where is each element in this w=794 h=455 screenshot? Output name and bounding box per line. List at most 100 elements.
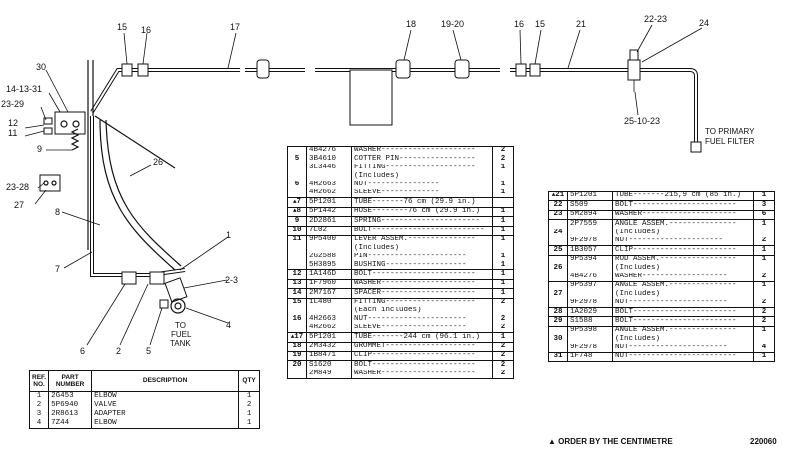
hose-8 [99, 119, 182, 271]
callout-11: 11 [8, 128, 17, 138]
callout-26: 26 [153, 157, 163, 167]
cell-pn: 5P1201 [306, 197, 352, 208]
cell-qty: 1 [753, 254, 775, 265]
cell-qty [493, 307, 514, 315]
primary-filter-end [690, 141, 702, 153]
ref-number: 9 [294, 216, 300, 225]
tube-17 [90, 68, 305, 114]
cell-pn: S1620 [306, 360, 352, 370]
cell-ref [548, 272, 568, 282]
grommet-18 [395, 59, 411, 79]
rod-26 [94, 115, 176, 169]
cell-ref: ▲21 [548, 191, 568, 201]
cell-pn: S509 [567, 200, 613, 211]
cell-desc: NUT---------------- [351, 180, 493, 189]
cell-ref [287, 261, 307, 270]
cell-qty [493, 244, 514, 252]
cell-pn: 5P1201 [567, 191, 613, 201]
cell-pn: 7L02 [306, 225, 352, 236]
cell-pn: 1B3057 [567, 245, 613, 256]
fitting-15a [121, 63, 133, 77]
ref-number: 17 [294, 332, 304, 341]
note-primary-filter-1: TO PRIMARY [705, 127, 755, 136]
cell-desc: FITTING-------------------- [351, 163, 493, 173]
cell-ref [287, 188, 307, 198]
table-row: 27 (Includes) [548, 290, 775, 299]
cell-desc: ANGLE ASSEM.--------------- [612, 280, 754, 291]
cell-pn: 9P5400 [306, 234, 352, 245]
cell-desc: ADAPTER [91, 410, 240, 419]
cell-ref: 2 [29, 401, 50, 410]
cell-desc: BOLT----------------------- [351, 269, 493, 280]
cell-qty: 2 [753, 307, 775, 317]
table-row: (Includes) [287, 244, 514, 253]
cell-desc: (Includes) [351, 172, 493, 181]
cell-ref [548, 343, 568, 353]
figure-number: 220060 [750, 437, 777, 446]
cell-ref [287, 323, 307, 333]
cell-ref: ▲7 [287, 197, 307, 208]
cell-ref [548, 298, 568, 308]
col-ref: REF. NO. [28, 370, 50, 392]
cell-pn: 9F2978 [567, 236, 613, 246]
cell-qty: 1 [492, 234, 514, 245]
cell-desc: (Includes) [612, 290, 754, 299]
cell-desc: LEVER ASSEM.--------------- [351, 234, 493, 245]
cell-desc: CLIP----------------------- [612, 245, 754, 256]
ref-number: 11 [292, 235, 302, 244]
cell-desc: HOSE--------76 cm (29.9 in.) [351, 206, 493, 217]
cell-desc: (Includes) [612, 228, 754, 237]
cell-qty: 1 [492, 278, 514, 289]
cell-pn: 1A2029 [567, 307, 613, 317]
ref-number: 19 [292, 351, 302, 360]
note-fuel-tank-1: TO [175, 321, 186, 330]
cell-qty: 1 [492, 288, 514, 299]
ref-number: 27 [553, 290, 563, 298]
cell-desc: (Includes) [351, 244, 493, 253]
cell-qty: 1 [492, 225, 514, 236]
cell-ref [548, 254, 568, 265]
cell-qty: 1 [753, 245, 775, 256]
ref-number: 15 [292, 298, 302, 307]
cell-ref: 22 [548, 200, 568, 211]
cell-qty: 1 [753, 280, 775, 291]
cell-ref [287, 307, 307, 316]
table-row: 24(Includes) [548, 228, 775, 237]
cell-pn: 9P5398 [567, 325, 613, 336]
cell-qty: 2 [761, 298, 767, 307]
cell-pn: 5H3895 [306, 261, 352, 270]
cell-desc: BOLT----------------------- [612, 200, 754, 211]
col-qty: QTY [238, 370, 261, 392]
cell-qty: 2 [238, 401, 261, 410]
callout-23-28: 23-28 [6, 182, 29, 192]
cell-qty: 2 [500, 155, 506, 163]
cell-pn: 2M3432 [306, 341, 352, 352]
fuel-tank-block [349, 69, 393, 126]
cell-qty: 6 [753, 209, 775, 220]
cell-ref: 30 [548, 335, 568, 344]
table-row: 30(Includes) [548, 335, 775, 344]
cell-ref: 19 [287, 350, 307, 361]
cell-ref: 15 [287, 297, 307, 308]
cell-pn: 1A146D [306, 269, 352, 280]
note-fuel-tank-2: FUEL [171, 330, 192, 339]
ref-number: 21 [555, 191, 565, 200]
cell-pn: 3L3446 [306, 163, 352, 173]
cell-ref [287, 252, 307, 262]
callout-16b: 16 [514, 19, 524, 29]
tube-7 [90, 116, 186, 277]
